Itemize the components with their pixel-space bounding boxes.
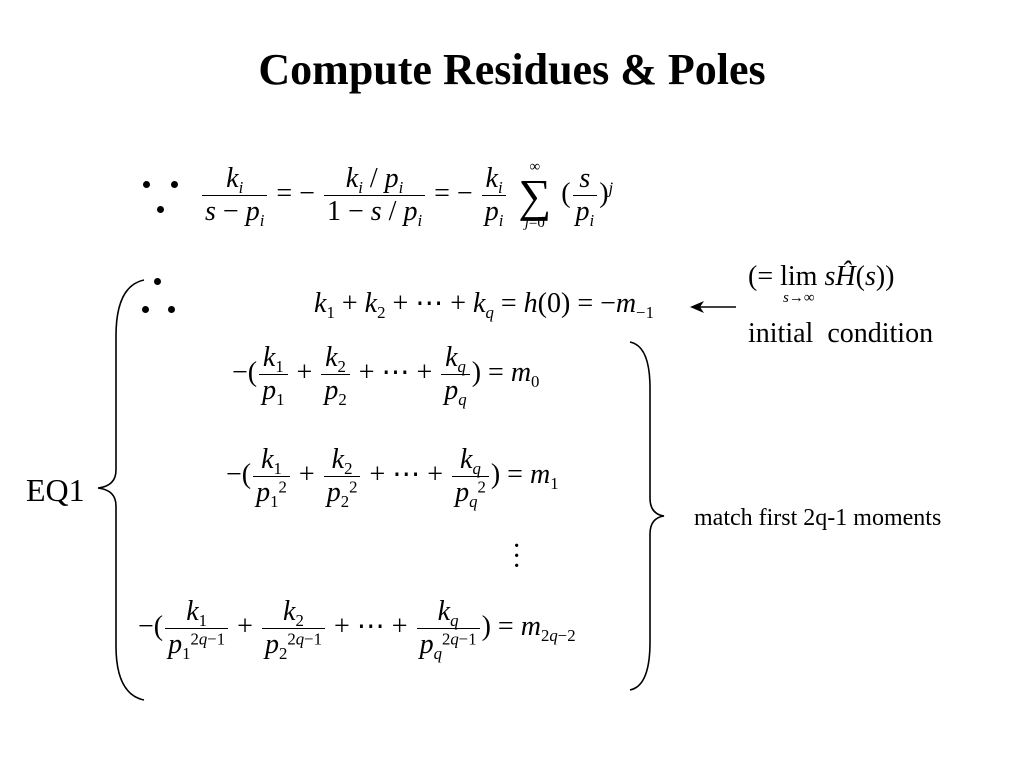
right-brace	[629, 341, 665, 691]
moments-annotation: match first 2q-1 moments	[694, 505, 942, 531]
arrow-left-icon	[690, 301, 736, 313]
slide-title: Compute Residues & Poles	[258, 45, 766, 94]
initial-condition-label: initial condition	[748, 318, 934, 349]
sum-of-residues-equation: k1 + k2 + ⋯ + kq = h(0) = −m−1	[314, 288, 654, 322]
left-brace	[97, 279, 145, 701]
equation-label: EQ1	[26, 472, 85, 508]
vertical-ellipsis: ···	[512, 531, 522, 582]
